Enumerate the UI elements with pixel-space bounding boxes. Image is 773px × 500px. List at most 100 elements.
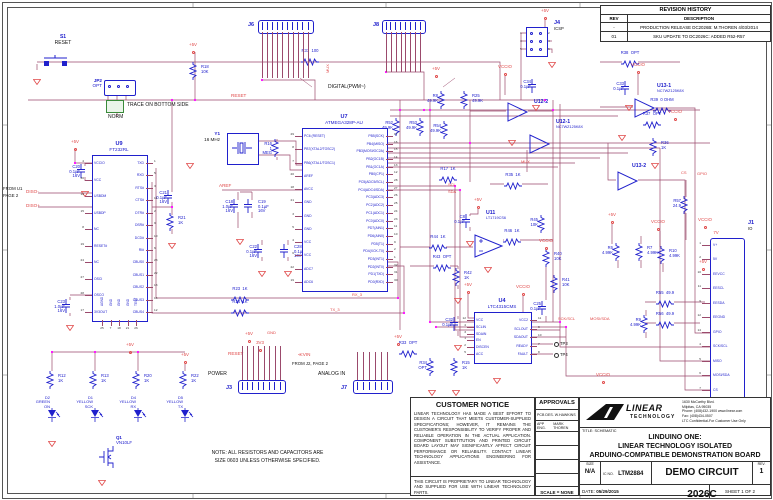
- pin-stub: [386, 243, 393, 245]
- pin-stub: [295, 228, 302, 230]
- resistor-R22: [178, 371, 192, 389]
- connector-pin-tick: [257, 382, 259, 390]
- pin-PB4MISO: PB4(MISO): [366, 141, 384, 146]
- gnd-symbol: [617, 128, 627, 142]
- net-label-ANALOGIN: ANALOG IN: [318, 371, 346, 377]
- pin-stub: [467, 347, 474, 348]
- pin-number: 8: [82, 225, 84, 230]
- pin-SDAIN: SDAIN: [476, 331, 487, 336]
- pin-stub: [85, 295, 92, 297]
- resistor-R13: [88, 371, 102, 389]
- gnd-symbol: [427, 383, 437, 397]
- jumper-pin: [117, 85, 120, 88]
- pin-VCC: VCC: [94, 177, 102, 182]
- pin-number: 14: [697, 327, 701, 332]
- pin-number: 7: [109, 326, 112, 330]
- pin-number: 26: [134, 326, 138, 330]
- app-eng-label: APP ENG.: [537, 422, 546, 430]
- pin-number: 1: [464, 336, 466, 341]
- pin-stub: [136, 320, 137, 326]
- pin-stub: [295, 242, 302, 243]
- resistor-R16: [270, 139, 284, 157]
- pin-number: 6: [548, 47, 550, 51]
- pin-stub: [146, 287, 153, 288]
- pin-number: 18: [290, 185, 294, 190]
- net-flag-circle: [701, 267, 705, 271]
- pin-number: 11: [394, 224, 398, 229]
- pin-number: 13: [394, 162, 398, 167]
- buffer-U12-2: [506, 101, 530, 123]
- pin-V+: V+: [713, 243, 718, 247]
- revision-row: - PRODUCTION RELEASE DC2026B: M.THOREN 4…: [601, 23, 770, 32]
- pin-number: 20: [80, 175, 84, 180]
- testpoint-TP4: [553, 352, 559, 358]
- pin-stub: [146, 274, 153, 276]
- resistor-R53: [415, 118, 429, 136]
- pin-stub: [386, 136, 393, 137]
- resistor-R21: [165, 213, 179, 231]
- pin-number: 6: [292, 251, 294, 256]
- connector-pin-tick: [261, 22, 263, 30]
- pin-number: 6: [699, 371, 701, 376]
- net-label-SCKSCL: SCK/SCL: [558, 316, 576, 321]
- crystal-Y1: [227, 133, 259, 165]
- pin-number: 23: [394, 216, 398, 221]
- pin-PC3ADC3: PC3(ADC3): [366, 195, 384, 200]
- pin-PD0RXD: PD0(RXD): [367, 280, 384, 284]
- resistor-R6: [611, 243, 625, 261]
- pin-number: 14: [394, 155, 398, 160]
- net-flag-+5V: +5V: [474, 197, 482, 202]
- resistor-R38: [621, 55, 639, 69]
- pin-GND: GND: [304, 200, 312, 205]
- pin-stub: [386, 205, 393, 206]
- resistor-R54: [439, 121, 453, 139]
- resistor-R55: [656, 295, 674, 309]
- connector-pin-stub: [410, 32, 412, 72]
- pin-stub: [530, 354, 537, 355]
- pin-number: 2: [548, 31, 550, 35]
- connector-pin-tick: [419, 22, 421, 30]
- pin-number: 15: [394, 147, 398, 152]
- testpoint-label-TP3: TP3: [560, 341, 568, 346]
- connector-pin-stub: [252, 346, 254, 380]
- net-flag-circle: [703, 225, 707, 229]
- connector-pin-tick: [395, 22, 397, 30]
- net-flag-circle: [601, 380, 605, 384]
- net-flag-circle: [543, 16, 547, 20]
- pin-AREF: AREF: [304, 173, 314, 178]
- jumper-JP2: [104, 80, 136, 96]
- pin-number: 32: [394, 262, 398, 267]
- pin-number: 4: [699, 342, 701, 347]
- pin-stub: [386, 174, 393, 176]
- part-label-R33: R33 OPT: [398, 340, 418, 345]
- pin-PC2ADC2: PC2(ADC2): [366, 203, 384, 208]
- resistor-R40: [541, 249, 555, 267]
- pin-stub: [295, 202, 302, 204]
- connector-pin-stub: [390, 32, 392, 72]
- connector-pin-tick: [297, 22, 299, 30]
- capacitor-C28: [279, 244, 297, 258]
- connector-pin-tick: [390, 22, 392, 30]
- pin-number: 24: [80, 258, 84, 263]
- connector-pin-stub: [369, 352, 370, 380]
- pin-number: 23: [154, 258, 158, 263]
- connector-pin-stub: [269, 346, 270, 380]
- net-label-SDA: SDA: [448, 189, 457, 194]
- connector-J3: [238, 380, 286, 394]
- net-label-DIGITALPWM~: DIGITAL(PWM~): [328, 84, 366, 90]
- pin-stub: [85, 245, 92, 247]
- capacitor-C18: [229, 199, 247, 213]
- net-flag-+5V: +5V: [245, 331, 253, 336]
- resistor-R45: [536, 215, 550, 233]
- buffer-U13-1: [633, 97, 657, 119]
- pin-SDAOUT: SDAOUT: [513, 335, 528, 339]
- pin-PD5T1: PD5(T1): [371, 241, 384, 246]
